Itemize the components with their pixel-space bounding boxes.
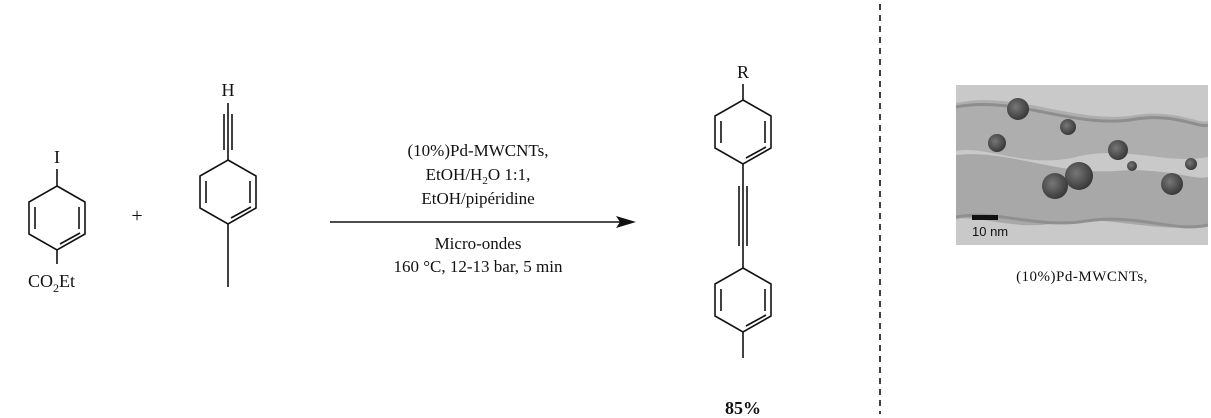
benzene-ring xyxy=(28,185,86,251)
product-diarylalkyne: R xyxy=(714,62,772,358)
benzene-ring-top xyxy=(714,99,772,165)
condition-solvent-1: EtOH/H2O 1:1, xyxy=(426,165,531,187)
benzene-ring-bottom xyxy=(714,267,772,333)
plus-sign: + xyxy=(131,205,142,227)
scale-bar xyxy=(972,215,998,220)
condition-catalyst: (10%)Pd-MWCNTs, xyxy=(408,141,549,160)
condition-microwave: Micro-ondes xyxy=(435,234,522,253)
reaction-conditions: (10%)Pd-MWCNTs, EtOH/H2O 1:1, EtOH/pipér… xyxy=(330,141,636,276)
scale-bar-label: 10 nm xyxy=(972,224,1008,239)
ester-label: CO2Et xyxy=(28,271,75,295)
reactant-ethynyltoluene: H xyxy=(199,80,257,287)
palladium-nanoparticles xyxy=(988,98,1197,199)
arrow-head xyxy=(616,216,636,228)
tem-caption: (10%)Pd-MWCNTs, xyxy=(1016,269,1148,285)
condition-solvent-2: EtOH/pipéridine xyxy=(421,189,534,208)
reactant-ethyl-iodobenzoate: I CO2Et xyxy=(28,147,86,295)
benzene-ring xyxy=(199,159,257,225)
condition-temp-pressure-time: 160 °C, 12-13 bar, 5 min xyxy=(393,257,563,276)
hydrogen-label: H xyxy=(222,80,235,100)
iodine-label: I xyxy=(54,147,60,167)
r-group-label: R xyxy=(737,62,749,82)
tem-micrograph: 10 nm xyxy=(956,85,1208,245)
product-yield: 85% xyxy=(725,398,761,418)
